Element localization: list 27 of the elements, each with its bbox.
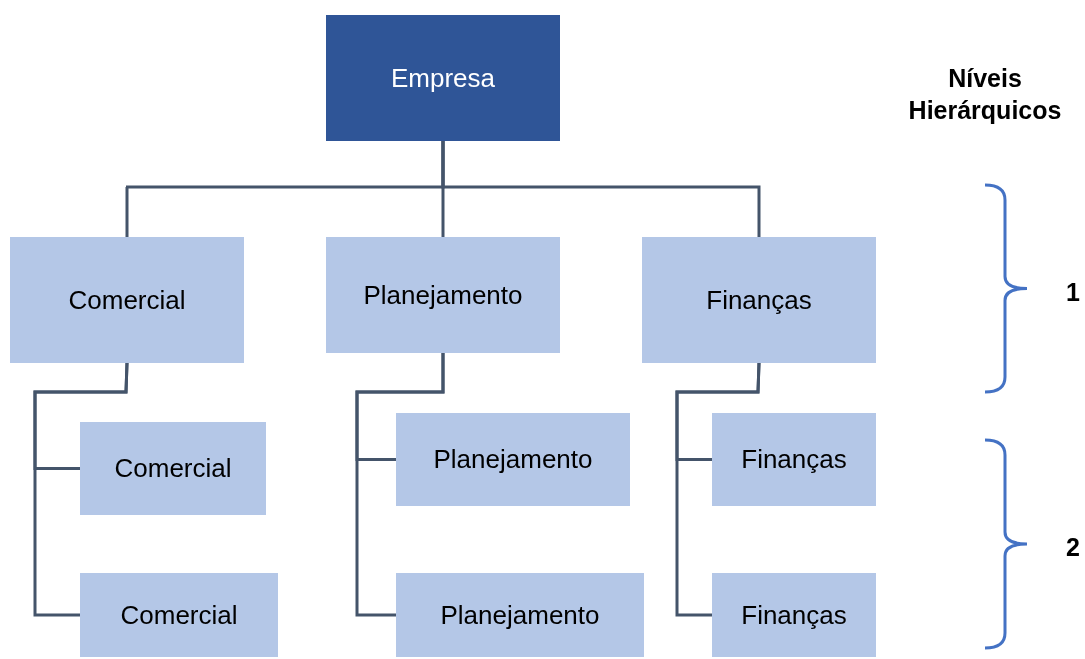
box-label: Finanças <box>741 444 847 475</box>
level-number: 1 <box>1065 277 1081 308</box>
box-label: Comercial <box>120 599 238 631</box>
box-label: Comercial <box>68 284 186 316</box>
org-box <box>712 573 876 657</box>
org-box <box>326 237 560 353</box>
level-number: 2 <box>1065 532 1081 563</box>
box-label: Planejamento <box>440 599 600 631</box>
connector-line <box>355 353 445 617</box>
org-box <box>396 573 644 657</box>
org-box <box>396 413 630 506</box>
org-box <box>10 237 244 363</box>
box-label: Finanças <box>706 284 812 316</box>
level-heading: Níveis Hierárquicos <box>907 63 1063 126</box>
box-label: Empresa <box>390 62 495 94</box>
org-box <box>80 573 278 657</box>
org-box <box>80 422 266 515</box>
box-label: Planejamento <box>363 279 523 311</box>
org-box <box>326 15 560 141</box>
connector-line <box>675 362 761 617</box>
box-label: Finanças <box>741 599 847 631</box>
connector-line <box>441 141 761 237</box>
org-box <box>642 237 876 363</box>
box-label: Comercial <box>114 453 232 484</box>
org-box <box>712 413 876 506</box>
connector-line <box>33 362 129 617</box>
box-label: Planejamento <box>433 444 593 475</box>
